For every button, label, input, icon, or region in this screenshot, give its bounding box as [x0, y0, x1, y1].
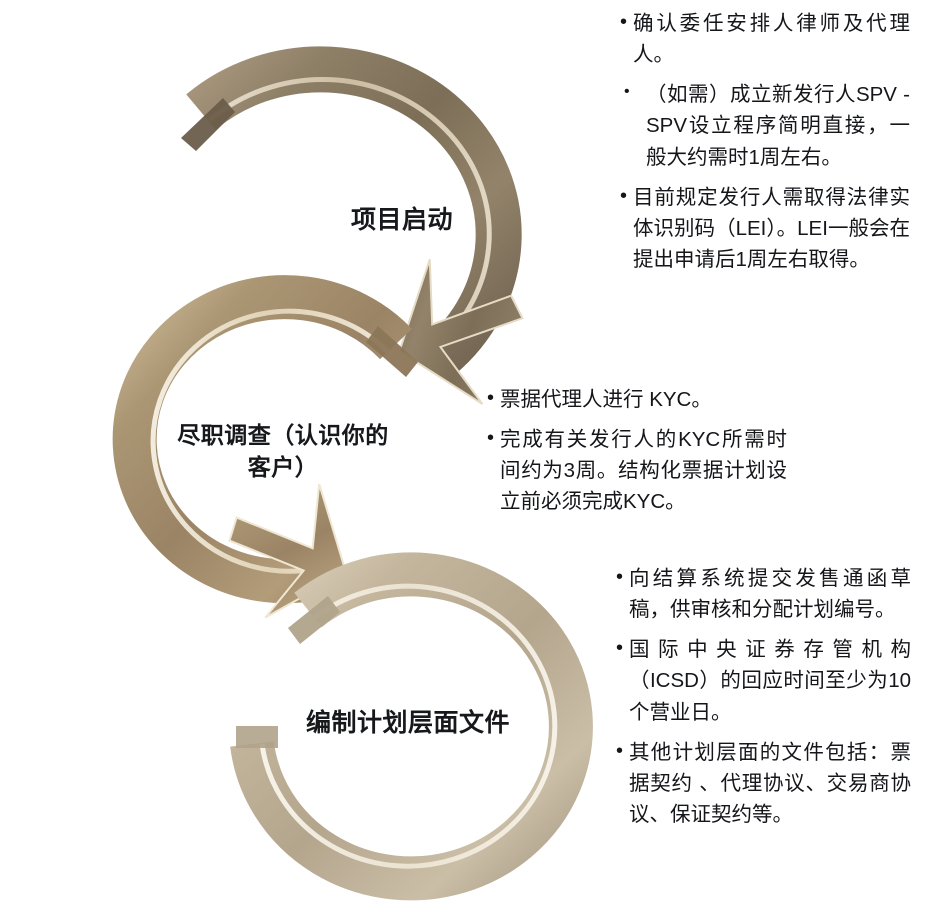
bullet-marker: •	[616, 566, 624, 588]
bullet-marker: •	[620, 184, 628, 207]
ring-band	[186, 46, 522, 375]
ring-tail-cut-left	[236, 726, 278, 748]
bullet-text: （如需）成立新发行人SPV - SPV设立程序简明直接，一般大约需时1周左右。	[646, 83, 910, 169]
ring-band	[112, 275, 412, 604]
step-1-label: 项目启动	[350, 206, 453, 234]
ring-tail-cut	[366, 326, 418, 377]
bullet-item: • 向结算系统提交发售通函草稿，供审核和分配计划编号。	[616, 563, 911, 625]
bullet-item: • 完成有关发行人的KYC所需时间约为3周。结构化票据计划设立前必须完成KYC。	[487, 424, 787, 517]
bullet-text: 完成有关发行人的KYC所需时间约为3周。结构化票据计划设立前必须完成KYC。	[500, 428, 787, 514]
bullet-text: 国际中央证券存管机构（ICSD）的回应时间至少为10个营业日。	[629, 638, 911, 724]
bullet-item: • 票据代理人进行 KYC。	[487, 384, 787, 415]
step-1-bullets: • 确认委任安排人律师及代理人。 • （如需）成立新发行人SPV - SPV设立…	[620, 8, 910, 275]
bullet-marker: •	[620, 11, 628, 33]
bullet-marker: •	[616, 637, 624, 660]
bullet-text: 确认委任安排人律师及代理人。	[633, 12, 910, 67]
step-2-bullets: • 票据代理人进行 KYC。 • 完成有关发行人的KYC所需时间约为3周。结构化…	[487, 384, 787, 518]
bullet-item: • 确认委任安排人律师及代理人。	[620, 8, 910, 70]
cycle-ring-step-3	[230, 552, 593, 901]
bullet-text: 其他计划层面的文件包括：票据契约 、代理协议、交易商协议、保证契约等。	[629, 740, 911, 827]
bullet-item: • （如需）成立新发行人SPV - SPV设立程序简明直接，一般大约需时1周左右…	[620, 79, 910, 172]
bullet-marker: •	[624, 83, 630, 101]
step-3-bullets: • 向结算系统提交发售通函草稿，供审核和分配计划编号。 • 国际中央证券存管机构…	[616, 563, 911, 830]
bullet-text: 目前规定发行人需取得法律实体识别码（LEI）。LEI一般会在提出申请后1周左右取…	[633, 185, 910, 272]
bullet-item: • 目前规定发行人需取得法律实体识别码（LEI）。LEI一般会在提出申请后1周左…	[620, 182, 910, 275]
step-3-label: 编制计划层面文件	[305, 709, 510, 737]
cycle-ring-step-1	[181, 46, 524, 405]
ring-highlight	[259, 583, 558, 869]
bullet-text: 向结算系统提交发售通函草稿，供审核和分配计划编号。	[629, 567, 911, 622]
bullet-marker: •	[487, 427, 495, 450]
ring-tail-cut-top	[288, 596, 340, 644]
ring-highlight	[150, 308, 391, 574]
bullet-item: • 其他计划层面的文件包括：票据契约 、代理协议、交易商协议、保证契约等。	[616, 737, 911, 830]
ring-tail-cut	[181, 98, 235, 151]
ring-highlight	[208, 77, 492, 350]
bullet-item: • 国际中央证券存管机构（ICSD）的回应时间至少为10个营业日。	[616, 634, 911, 727]
bullet-marker: •	[616, 739, 624, 762]
ring-arrowhead	[398, 259, 524, 405]
step-2-label: 尽职调查（认识你的 客户）	[177, 422, 389, 480]
bullet-marker: •	[487, 387, 495, 409]
ring-band	[230, 552, 593, 901]
bullet-text: 票据代理人进行 KYC。	[500, 388, 712, 411]
